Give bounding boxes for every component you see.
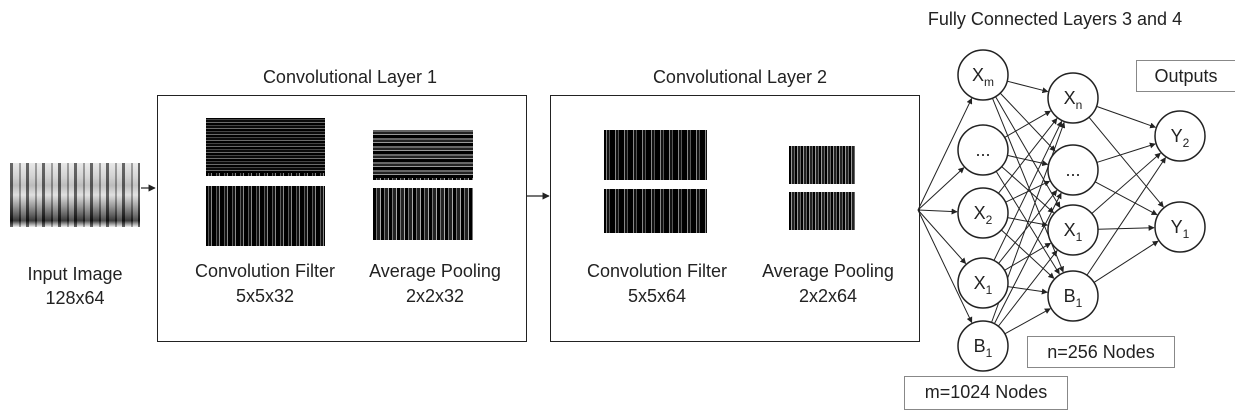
- layer3-node-circle: [957, 49, 1009, 101]
- input-image-label: Input Image: [27, 264, 123, 284]
- connection-l4-out: [1093, 240, 1159, 283]
- connection-l3-l4: [997, 250, 1058, 327]
- layer3-node-label: B1: [974, 336, 993, 360]
- connection-l4-out: [1086, 157, 1166, 276]
- layer4-node-label: ...: [1065, 160, 1080, 180]
- conv1-filter-label: Convolution Filter: [194, 261, 336, 281]
- input-image-thumbnail: [10, 163, 140, 227]
- conv2-title: Convolutional Layer 2: [652, 67, 828, 87]
- layer3-node-circle: [957, 124, 1009, 176]
- connection-l3-l4: [999, 92, 1056, 152]
- connection-l4-out: [1094, 181, 1158, 216]
- connection-l4-out: [1091, 152, 1161, 214]
- layer4-node-label: Xn: [1064, 88, 1083, 112]
- connection-l3-l4: [998, 118, 1058, 194]
- fan-in-connection: [917, 167, 965, 211]
- connection-l3-l4: [1004, 110, 1052, 138]
- conv2-filter-label: Convolution Filter: [586, 261, 728, 281]
- layer3-node-label: Xm: [972, 65, 994, 89]
- layer3-node-label: X1: [974, 273, 993, 297]
- layer4-node: Xn: [1047, 72, 1099, 124]
- layer3-node-label: X2: [974, 203, 993, 227]
- output-node-label: Y2: [1171, 126, 1190, 150]
- conv1-pool-size: 2x2x32: [405, 286, 465, 306]
- layer4-node-circle: [1047, 72, 1099, 124]
- layer3-node-circle: [957, 320, 1009, 372]
- connection-l3-l4: [993, 192, 1062, 324]
- connection-l4-out: [1096, 105, 1157, 129]
- input-image-size: 128x64: [45, 288, 105, 308]
- layer4-node-label: X1: [1064, 220, 1083, 244]
- output-node: Y1: [1154, 201, 1206, 253]
- layer3-node: ...: [957, 124, 1009, 176]
- layer3-node: X1: [957, 257, 1009, 309]
- connection-l3-l4: [1004, 308, 1051, 335]
- output-node: Y2: [1154, 110, 1206, 162]
- connection-l3-l4: [1001, 229, 1055, 279]
- conv2-pooling-maps: [789, 146, 855, 230]
- conv1-filter-size: 5x5x32: [235, 286, 295, 306]
- conv1-title: Convolutional Layer 1: [262, 67, 438, 87]
- layer4-node: B1: [1047, 270, 1099, 322]
- fan-in-connection: [917, 209, 967, 265]
- fc-layers-title: Fully Connected Layers 3 and 4: [927, 9, 1183, 29]
- layer3-node-label: ...: [975, 140, 990, 160]
- conv2-filter-maps: [604, 130, 707, 233]
- layer4-node-circle: [1047, 270, 1099, 322]
- outputs-label-box: Outputs: [1136, 60, 1235, 92]
- layer4-node-circle: [1047, 144, 1099, 196]
- layer3-node-circle: [957, 187, 1009, 239]
- connection-l3-l4: [993, 120, 1063, 261]
- conv2-pool-label: Average Pooling: [762, 261, 894, 281]
- layer4-node: ...: [1047, 144, 1099, 196]
- conv2-filter-size: 5x5x64: [627, 286, 687, 306]
- layer4-node: X1: [1047, 204, 1099, 256]
- layer3-node: Xm: [957, 49, 1009, 101]
- connection-l3-l4: [998, 189, 1058, 264]
- layer3-node-circle: [957, 257, 1009, 309]
- connection-l4-out: [1088, 116, 1164, 208]
- fan-in-connection: [917, 209, 973, 324]
- conv1-pool-label: Average Pooling: [369, 261, 501, 281]
- fan-in-connection: [917, 97, 973, 211]
- connection-l4-out: [1097, 224, 1155, 231]
- connection-l3-l4: [995, 96, 1061, 209]
- layer3-node: X2: [957, 187, 1009, 239]
- layer3-node-count-box: m=1024 Nodes: [904, 376, 1068, 410]
- connection-l4-out: [1096, 142, 1156, 163]
- layer3-node: B1: [957, 320, 1009, 372]
- layer4-node-circle: [1047, 204, 1099, 256]
- output-node-circle: [1154, 201, 1206, 253]
- conv2-pool-size: 2x2x64: [798, 286, 858, 306]
- conv1-filter-maps: [206, 118, 325, 246]
- output-node-circle: [1154, 110, 1206, 162]
- layer4-node-label: B1: [1064, 286, 1083, 310]
- conv1-pooling-maps: [373, 130, 473, 240]
- connection-l3-l4: [1007, 80, 1049, 94]
- fan-in-connection: [917, 208, 958, 215]
- layer4-node-count-box: n=256 Nodes: [1027, 336, 1175, 368]
- output-node-label: Y1: [1171, 217, 1190, 241]
